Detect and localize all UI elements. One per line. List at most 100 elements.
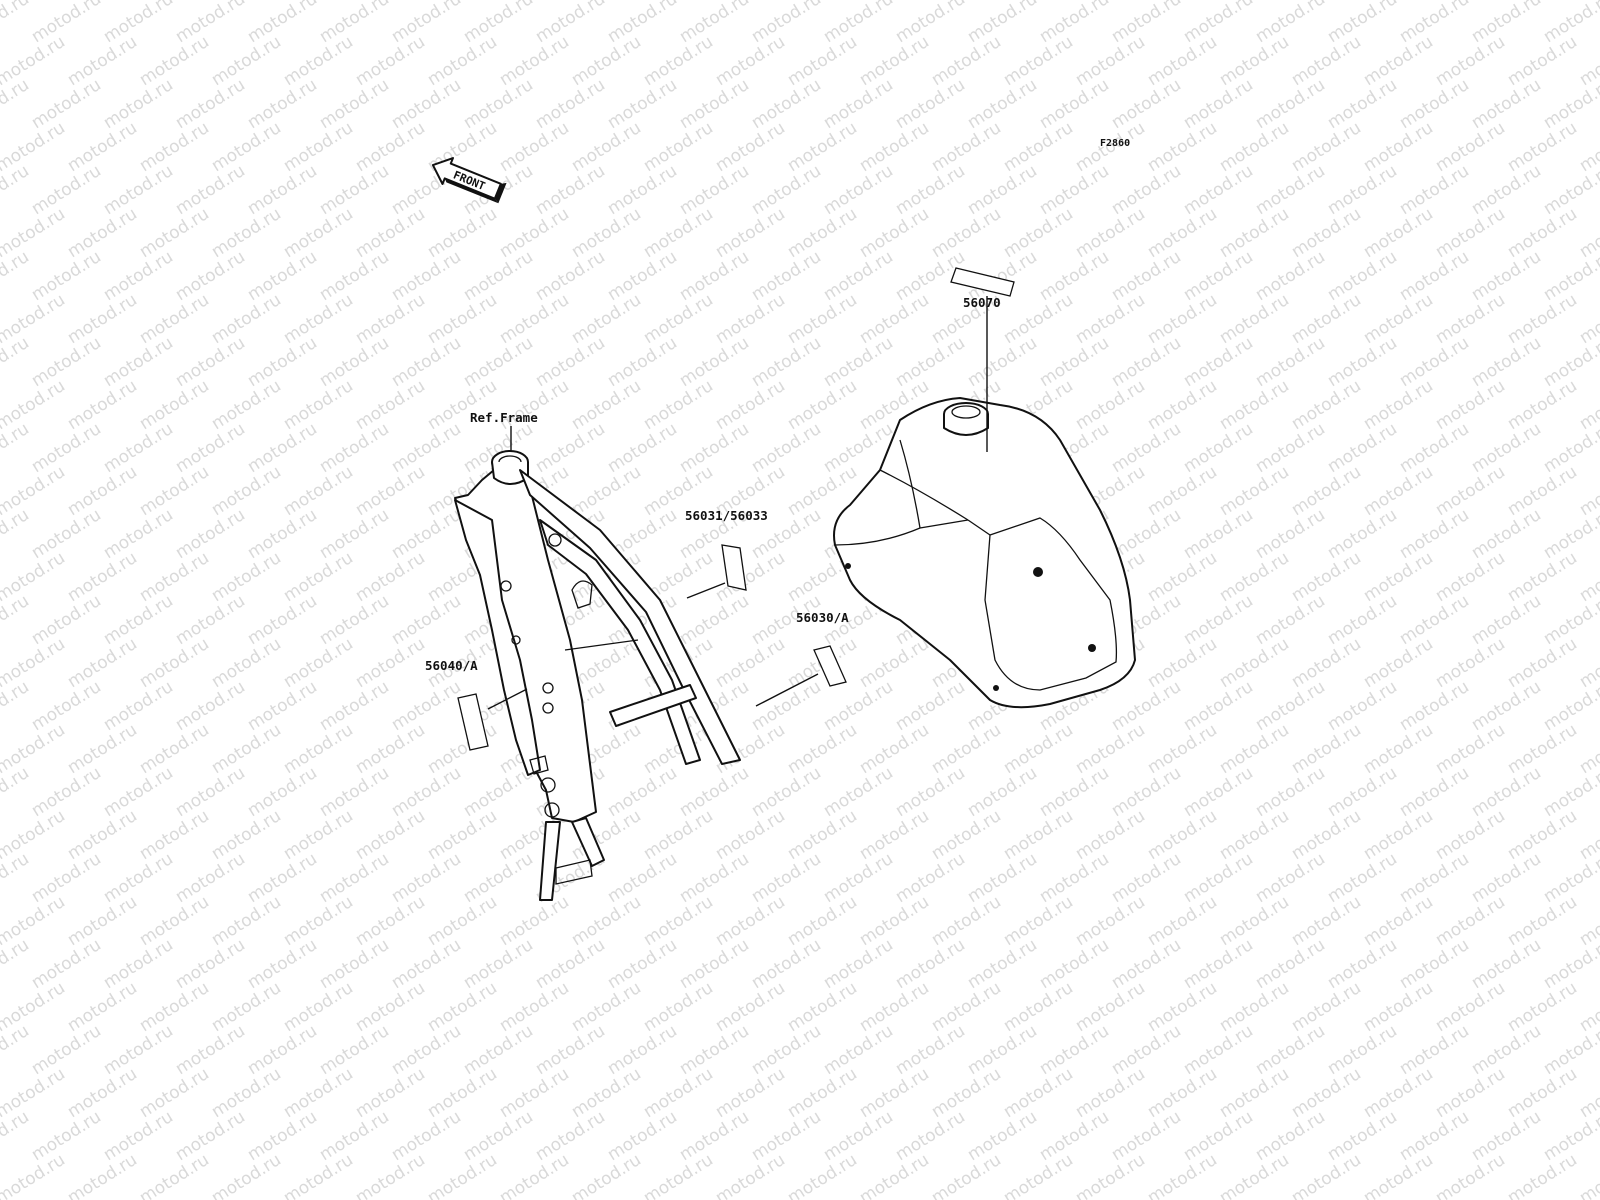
watermark-text: motod.ru — [1216, 204, 1293, 262]
watermark-text: motod.ru — [928, 118, 1005, 176]
watermark-text: motod.ru — [352, 376, 429, 434]
watermark-text: motod.ru — [280, 32, 357, 90]
watermark-text: motod.ru — [496, 978, 573, 1036]
watermark-text: motod.ru — [1396, 0, 1473, 47]
watermark-text: motod.ru — [280, 978, 357, 1036]
watermark-text: motod.ru — [568, 204, 645, 262]
watermark-text: motod.ru — [352, 1150, 429, 1200]
watermark-text: motod.ru — [496, 1150, 573, 1200]
watermark-text: motod.ru — [748, 161, 825, 219]
watermark-text: motod.ru — [1108, 849, 1185, 907]
decal-56070 — [950, 267, 1015, 297]
watermark-text: motod.ru — [928, 1150, 1005, 1200]
watermark-text: motod.ru — [136, 548, 213, 606]
watermark-text: motod.ru — [1396, 849, 1473, 907]
watermark-text: motod.ru — [1216, 548, 1293, 606]
watermark-text: motod.ru — [352, 720, 429, 778]
watermark-text: motod.ru — [136, 720, 213, 778]
watermark-text: motod.ru — [1360, 806, 1437, 864]
watermark-text: motod.ru — [0, 0, 33, 47]
watermark-text: motod.ru — [1216, 462, 1293, 520]
watermark-text: motod.ru — [136, 376, 213, 434]
watermark-text: motod.ru — [64, 1064, 141, 1122]
watermark-text: motod.ru — [208, 806, 285, 864]
watermark-text: motod.ru — [136, 634, 213, 692]
watermark-text: motod.ru — [1252, 419, 1329, 477]
watermark-text: motod.ru — [1504, 1064, 1581, 1122]
leader-56030-a — [755, 673, 819, 707]
watermark-text: motod.ru — [244, 591, 321, 649]
watermark-text: motod.ru — [856, 634, 933, 692]
watermark-text: motod.ru — [1396, 333, 1473, 391]
watermark-text: motod.ru — [1468, 419, 1545, 477]
watermark-text: motod.ru — [892, 1021, 969, 1079]
watermark-text: motod.ru — [1360, 978, 1437, 1036]
watermark-text: motod.ru — [1000, 32, 1077, 90]
watermark-text: motod.ru — [748, 247, 825, 305]
watermark-text: motod.ru — [244, 935, 321, 993]
watermark-text: motod.ru — [1432, 1064, 1509, 1122]
watermark-text: motod.ru — [1360, 118, 1437, 176]
watermark-text: motod.ru — [1288, 806, 1365, 864]
watermark-text: motod.ru — [1288, 32, 1365, 90]
watermark-text: motod.ru — [784, 1064, 861, 1122]
watermark-text: motod.ru — [316, 75, 393, 133]
watermark-text: motod.ru — [1288, 548, 1365, 606]
watermark-text: motod.ru — [100, 333, 177, 391]
watermark-text: motod.ru — [748, 935, 825, 993]
watermark-text: motod.ru — [1180, 0, 1257, 47]
watermark-text: motod.ru — [136, 118, 213, 176]
watermark-text: motod.ru — [1396, 505, 1473, 563]
watermark-text: motod.ru — [316, 0, 393, 47]
watermark-text: motod.ru — [748, 677, 825, 735]
watermark-text: motod.ru — [1144, 32, 1221, 90]
watermark-text: motod.ru — [388, 333, 465, 391]
watermark-text: motod.ru — [1036, 1021, 1113, 1079]
watermark-text: motod.ru — [280, 634, 357, 692]
watermark-text: motod.ru — [64, 462, 141, 520]
watermark-text: motod.ru — [532, 161, 609, 219]
watermark-text: motod.ru — [28, 763, 105, 821]
watermark-text: motod.ru — [820, 935, 897, 993]
watermark-text: motod.ru — [1360, 290, 1437, 348]
watermark-text: motod.ru — [1000, 1150, 1077, 1200]
watermark-text: motod.ru — [1468, 247, 1545, 305]
watermark-text: motod.ru — [100, 75, 177, 133]
watermark-text: motod.ru — [1144, 634, 1221, 692]
watermark-text: motod.ru — [136, 1150, 213, 1200]
watermark-text: motod.ru — [1072, 1064, 1149, 1122]
watermark-text: motod.ru — [1504, 806, 1581, 864]
watermark-text: motod.ru — [1180, 161, 1257, 219]
watermark-text: motod.ru — [280, 548, 357, 606]
watermark-text: motod.ru — [1036, 935, 1113, 993]
watermark-text: motod.ru — [424, 1150, 501, 1200]
watermark-text: motod.ru — [604, 161, 681, 219]
watermark-text: motod.ru — [280, 290, 357, 348]
watermark-text: motod.ru — [640, 1064, 717, 1122]
watermark-text: motod.ru — [1144, 1150, 1221, 1200]
watermark-text: motod.ru — [568, 32, 645, 90]
watermark-text: motod.ru — [460, 75, 537, 133]
watermark-text: motod.ru — [568, 462, 645, 520]
front-arrow-icon: FRONT — [431, 157, 507, 204]
watermark-text: motod.ru — [676, 763, 753, 821]
watermark-text: motod.ru — [1432, 32, 1509, 90]
watermark-text: motod.ru — [1000, 978, 1077, 1036]
watermark-text: motod.ru — [1504, 376, 1581, 434]
watermark-text: motod.ru — [352, 462, 429, 520]
watermark-text: motod.ru — [1288, 118, 1365, 176]
watermark-text: motod.ru — [856, 720, 933, 778]
decal-56030-a — [813, 645, 847, 687]
watermark-text: motod.ru — [1144, 806, 1221, 864]
watermark-text: motod.ru — [1324, 1021, 1401, 1079]
watermark-text: motod.ru — [676, 247, 753, 305]
watermark-text: motod.ru — [676, 935, 753, 993]
watermark-text: motod.ru — [568, 978, 645, 1036]
watermark-text: motod.ru — [100, 0, 177, 47]
watermark-text: motod.ru — [172, 505, 249, 563]
watermark-text: motod.ru — [892, 1107, 969, 1165]
watermark-text: motod.ru — [316, 677, 393, 735]
watermark-text: motod.ru — [676, 1107, 753, 1165]
watermark-text: motod.ru — [784, 806, 861, 864]
watermark-text: motod.ru — [604, 935, 681, 993]
